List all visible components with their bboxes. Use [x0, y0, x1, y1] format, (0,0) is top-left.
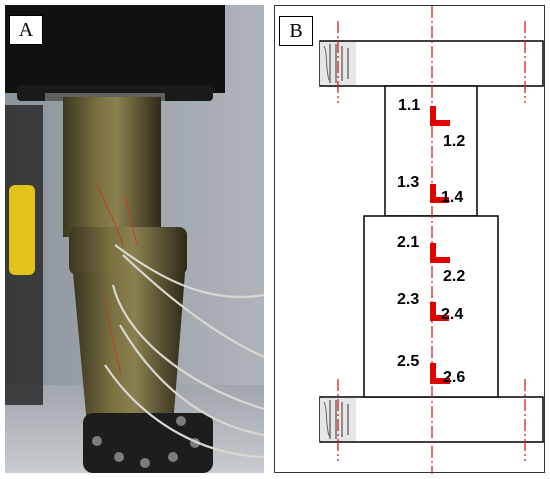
gauge-label: 2.3 [397, 291, 419, 308]
photo-panel: A [5, 5, 265, 473]
yellow-valve [9, 185, 35, 275]
strain-gauges [430, 106, 450, 384]
gauge-label: 2.4 [441, 306, 463, 323]
gauge-label: 1.1 [398, 97, 420, 114]
gauge-wires [104, 244, 265, 459]
specimen-photo [5, 5, 265, 473]
gauge-2-3-2-4 [430, 302, 449, 321]
gauge-label: 1.2 [443, 133, 465, 150]
gauge-leads [96, 182, 138, 376]
gauge-label: 1.4 [441, 189, 463, 206]
schematic-panel: 1.1 1.2 1.3 1.4 2.1 2.2 2.3 2.4 2.5 2.6 … [274, 5, 545, 474]
gauge-label: 2.2 [443, 268, 465, 285]
joint-collar [69, 227, 187, 275]
gauge-label: 2.1 [397, 234, 419, 251]
panel-label-b: B [279, 16, 313, 46]
center-lines [337, 6, 526, 474]
gauge-1-3-1-4 [430, 184, 449, 203]
schematic-drawing: 1.1 1.2 1.3 1.4 2.1 2.2 2.3 2.4 2.5 2.6 [319, 6, 544, 474]
upper-tube [63, 97, 161, 237]
gauge-label: 2.5 [397, 353, 419, 370]
panel-label-a: A [9, 15, 43, 45]
gauge-2-1-2-2 [430, 243, 450, 263]
gauge-label: 1.3 [397, 174, 419, 191]
gauge-2-5-2-6 [430, 363, 450, 384]
gauge-1-1-1-2 [430, 106, 450, 126]
lower-tube [73, 273, 185, 425]
gauge-label: 2.6 [443, 369, 465, 386]
